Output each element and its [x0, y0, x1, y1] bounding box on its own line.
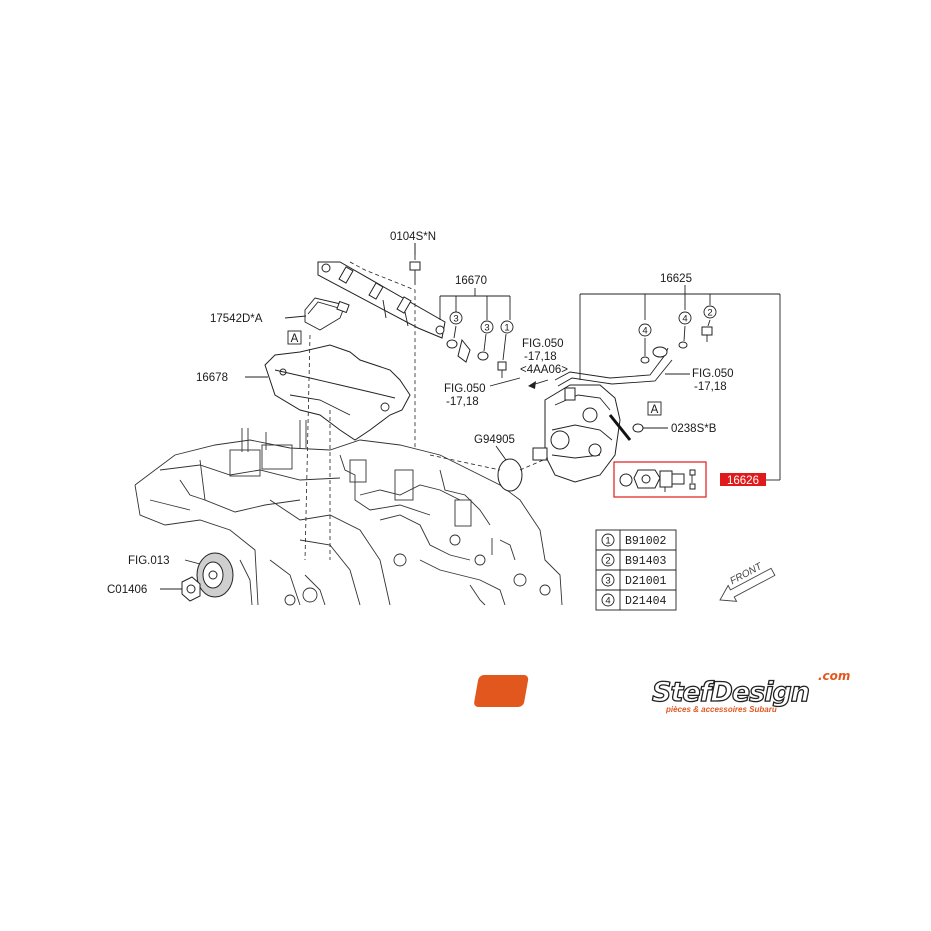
legend-num: 1	[605, 536, 610, 547]
label-fig050-left-sub: -17,18	[446, 396, 479, 408]
label-0238s: 0238S*B	[671, 423, 717, 435]
label-g94905: G94905	[474, 434, 515, 446]
legend-num: 2	[605, 556, 610, 567]
legend-row: 3 D21001	[601, 573, 667, 588]
callout-3b: 3	[484, 323, 489, 334]
callout-circle-1	[500, 320, 514, 334]
label-fig050-right: FIG.050	[692, 368, 734, 380]
logo-tld: .com	[818, 669, 850, 683]
legend-code: B91403	[625, 555, 667, 568]
label-16670: 16670	[455, 275, 487, 287]
label-fig013: FIG.013	[128, 555, 170, 567]
fuel-pump	[532, 384, 621, 483]
ref-box-a-right	[647, 401, 662, 416]
front-arrow: FRONT	[719, 561, 776, 602]
legend-row: 4 D21404	[601, 593, 667, 608]
highlight-box[interactable]	[613, 461, 707, 498]
logo-tagline: pièces & accessoires Subaru	[665, 705, 777, 714]
legend-row: 2 B91403	[601, 553, 667, 568]
legend-code: D21001	[625, 575, 667, 588]
callout-circle-4b	[678, 311, 692, 325]
label-16678: 16678	[196, 372, 228, 384]
logo-name: StefDesign	[652, 677, 809, 708]
logo-mark: SD	[593, 681, 627, 706]
legend-table: 1 B91002 2 B91403 3 D21001 4 D21404	[595, 529, 677, 611]
callout-circle-3a	[449, 311, 463, 325]
ref-a-right-label: A	[651, 404, 659, 416]
pulley-assembly	[181, 552, 234, 602]
legend-num: 4	[605, 596, 610, 607]
ref-box-a-left	[287, 330, 302, 345]
callout-4b: 4	[682, 314, 687, 325]
label-0104s: 0104S*N	[390, 231, 436, 243]
label-16625: 16625	[660, 273, 692, 285]
fuel-pipe-17542	[304, 297, 350, 331]
leader-lines	[160, 243, 781, 590]
label-fig050-center-sub: -17,18	[524, 351, 557, 363]
logo-mark-bg	[474, 675, 529, 707]
label-fig050-center-code: <4AA06>	[520, 364, 568, 376]
label-17542: 17542D*A	[210, 313, 263, 325]
fuel-pipe-16625	[554, 326, 713, 387]
callout-circle-3b	[480, 320, 494, 334]
callout-circle-4a	[638, 323, 652, 337]
highlight-group-16626[interactable]: 16626	[613, 461, 766, 498]
label-fig050-center: FIG.050	[522, 338, 564, 350]
label-c01406: C01406	[107, 584, 147, 596]
label-fig050-right-sub: -17,18	[694, 381, 727, 393]
insulator-16678	[264, 344, 411, 441]
legend-row: 1 B91002	[601, 533, 667, 548]
oring-g94905	[497, 458, 523, 492]
nut-0238s	[632, 423, 644, 433]
ref-a-left-label: A	[291, 333, 299, 345]
stefdesign-logo: SD StefDesign .com pièces & accessoires …	[474, 669, 850, 714]
callout-3a: 3	[453, 314, 458, 325]
legend-code: D21404	[625, 595, 667, 608]
callout-4a: 4	[642, 326, 647, 337]
label-fig050-left: FIG.050	[444, 383, 486, 395]
washers-16670	[446, 338, 507, 378]
callout-1: 1	[504, 323, 509, 334]
highlight-label-bg	[720, 473, 766, 486]
fuel-rail	[317, 261, 446, 339]
legend-num: 3	[605, 576, 610, 587]
engine-block	[134, 420, 563, 606]
legend-code: B91002	[625, 535, 667, 548]
callout-circle-2	[703, 305, 717, 319]
callout-2: 2	[707, 308, 712, 319]
label-16626[interactable]: 16626	[727, 475, 759, 487]
